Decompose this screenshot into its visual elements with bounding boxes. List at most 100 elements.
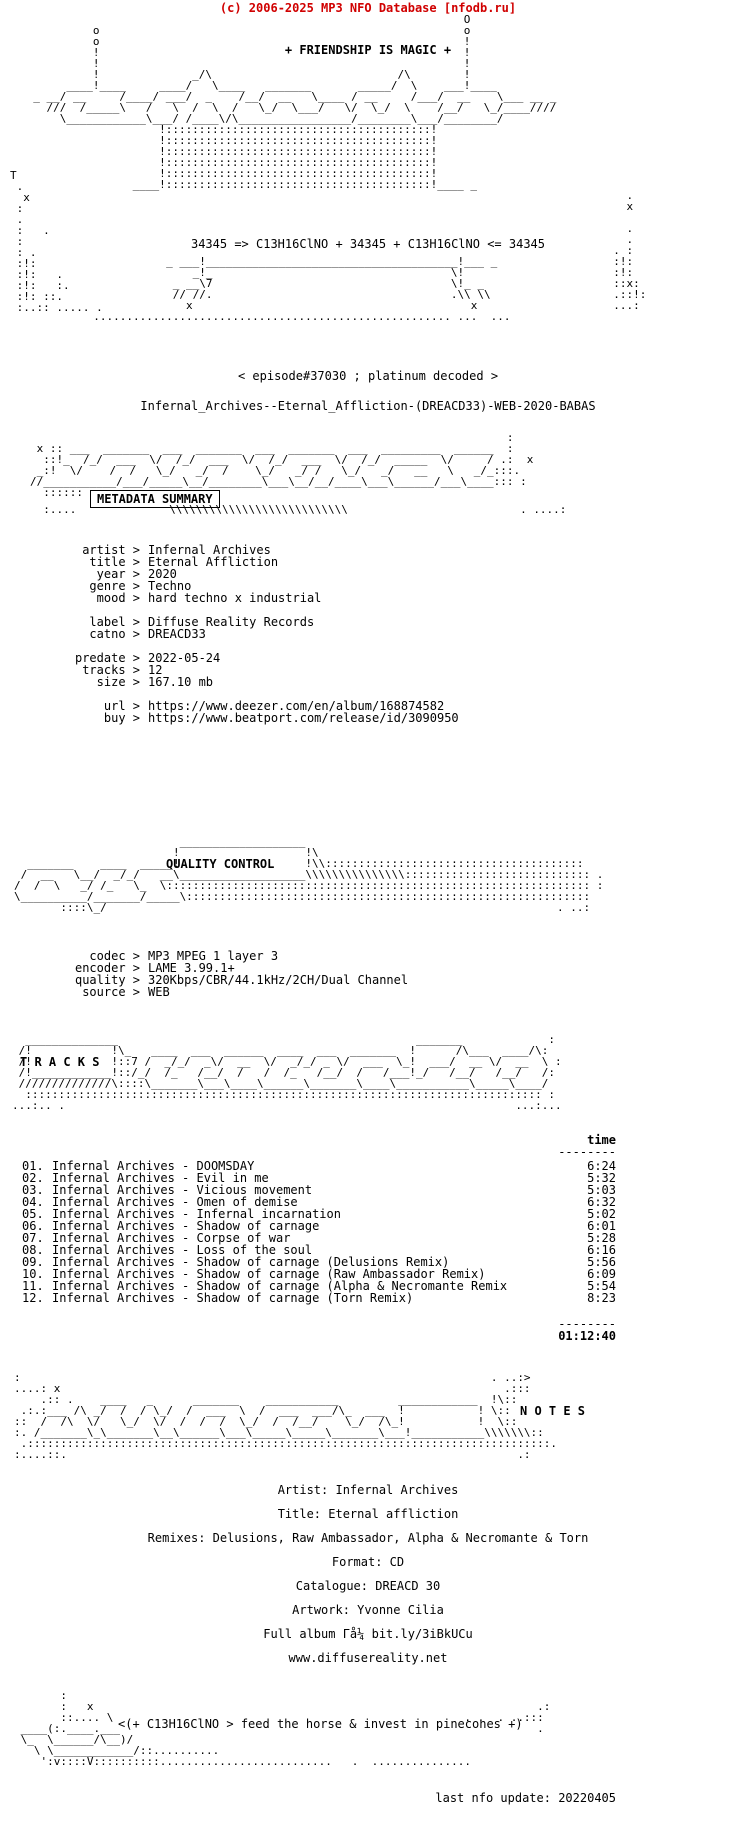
track-title: Infernal Archives - Omen of demise: [52, 1195, 298, 1209]
track-number: 11.: [22, 1279, 44, 1293]
key-year: year >: [96, 567, 140, 581]
track-time: 5:56: [587, 1255, 616, 1269]
track-time: 5:03: [587, 1183, 616, 1197]
footer-slogan: <(+ C13H16ClNO > feed the horse & invest…: [118, 1717, 523, 1731]
track-title: Infernal Archives - Shadow of carnage (D…: [52, 1255, 450, 1269]
track-time: 5:54: [587, 1279, 616, 1293]
key-label: label >: [89, 615, 140, 629]
last-update: last nfo update: 20220405: [435, 1791, 616, 1805]
track-number: 10.: [22, 1267, 44, 1281]
track-title: Infernal Archives - Corpse of war: [52, 1231, 291, 1245]
ascii-logo-top: O o o o ! !: [33, 13, 557, 191]
value-artist: Infernal Archives: [148, 543, 271, 557]
ascii-metadata-underline: :.... \\\\\\\\\\\\\\\\\\\\\\\\\\\ . ....…: [30, 503, 567, 516]
key-predate: predate >: [74, 651, 140, 665]
value-mood: hard techno x industrial: [148, 591, 322, 605]
track-title: Infernal Archives - DOOMSDAY: [52, 1159, 255, 1173]
value-buy[interactable]: https://www.beatport.com/release/id/3090…: [148, 711, 459, 725]
key-title: title >: [89, 555, 140, 569]
track-title: Infernal Archives - Loss of the soul: [52, 1243, 313, 1257]
track-title: Infernal Archives - Shadow of carnage: [52, 1219, 320, 1233]
track-number: 09.: [22, 1255, 44, 1269]
tracks-heading: T R A C K S: [20, 1055, 100, 1069]
value-quality: 320Kbps/CBR/44.1kHz/2CH/Dual Channel: [148, 973, 409, 987]
ascii-metadata-banner: : x :: ___ _______ ___ _______ ___ _____…: [30, 431, 534, 499]
key-genre: genre >: [89, 579, 140, 593]
value-url[interactable]: https://www.deezer.com/en/album/16887458…: [148, 699, 445, 713]
key-encoder: encoder >: [74, 961, 140, 975]
track-time: 6:32: [587, 1195, 616, 1209]
ascii-bridge: _ ___!__________________________________…: [93, 255, 511, 323]
track-title: Infernal Archives - Shadow of carnage (A…: [52, 1279, 508, 1293]
track-title: Infernal Archives - Infernal incarnation: [52, 1207, 341, 1221]
total-rule: --------: [558, 1317, 616, 1331]
track-title: Infernal Archives - Evil in me: [52, 1171, 269, 1185]
notes-line: Format: CD: [331, 1555, 405, 1569]
key-artist: artist >: [82, 543, 140, 557]
track-title: Infernal Archives - Vicious movement: [52, 1183, 313, 1197]
key-url: url >: [103, 699, 140, 713]
value-tracks: 12: [148, 663, 163, 677]
track-time: 5:02: [587, 1207, 616, 1221]
time-header-rule: --------: [558, 1145, 616, 1159]
copyright-line: (c) 2006-2025 MP3 NFO Database [nfodb.ru…: [219, 1, 517, 15]
key-quality: quality >: [74, 973, 140, 987]
ascii-quality-banner: ___________________ ! !\ _______ ____ __…: [14, 835, 604, 914]
value-codec: MP3 MPEG 1 layer 3: [148, 949, 279, 963]
track-number: 08.: [22, 1243, 44, 1257]
key-tracks: tracks >: [82, 663, 140, 677]
ascii-dots-left: T . x : . : . : : . :!: :!: . :!: :. :!:…: [10, 169, 103, 314]
track-number: 04.: [22, 1195, 44, 1209]
track-number: 03.: [22, 1183, 44, 1197]
value-genre: Techno: [148, 579, 192, 593]
track-title: Infernal Archives - Shadow of carnage (R…: [52, 1267, 486, 1281]
key-source: source >: [82, 985, 140, 999]
key-codec: codec >: [89, 949, 140, 963]
value-size: 167.10 mb: [148, 675, 214, 689]
quality-heading: QUALITY CONTROL: [166, 857, 275, 871]
track-time: 6:09: [587, 1267, 616, 1281]
track-title: Infernal Archives - Shadow of carnage (T…: [52, 1291, 414, 1305]
notes-line: Catalogue: DREACD 30: [295, 1579, 441, 1593]
time-column-header: time: [587, 1133, 616, 1147]
value-predate: 2022-05-24: [148, 651, 221, 665]
track-time: 5:28: [587, 1231, 616, 1245]
ascii-footer-art: : : x .: ::.... \ . . . ..::: ____(:.___…: [20, 1689, 551, 1768]
track-time: 6:01: [587, 1219, 616, 1233]
track-number: 06.: [22, 1219, 44, 1233]
ascii-dots-right: . x . . . : :!: :!: ::x: .::!: ...:: [613, 189, 647, 312]
value-label: Diffuse Reality Records: [148, 615, 315, 629]
value-year: 2020: [148, 567, 177, 581]
key-mood: mood >: [96, 591, 140, 605]
track-number: 07.: [22, 1231, 44, 1245]
ascii-notes-banner: : . ..:> ....: x .::: .:: . ____ _ _____…: [14, 1371, 558, 1461]
notes-line: Remixes: Delusions, Raw Ambassador, Alph…: [147, 1531, 589, 1545]
notes-line: Title: Eternal affliction: [277, 1507, 459, 1521]
value-encoder: LAME 3.99.1+: [148, 961, 235, 975]
episode-line: < episode#37030 ; platinum decoded >: [237, 369, 499, 383]
key-catno: catno >: [89, 627, 140, 641]
value-source: WEB: [148, 985, 170, 999]
notes-heading: N O T E S: [520, 1404, 586, 1418]
value-catno: DREACD33: [148, 627, 206, 641]
notes-line: www.diffusereality.net: [288, 1651, 448, 1665]
key-size: size >: [96, 675, 140, 689]
formula-line: 34345 => C13H16ClNO + 34345 + C13H16ClNO…: [190, 237, 545, 251]
track-number: 12.: [22, 1291, 44, 1305]
track-number: 05.: [22, 1207, 44, 1221]
release-name: Infernal_Archives--Eternal_Affliction-(D…: [140, 399, 596, 413]
key-buy: buy >: [103, 711, 140, 725]
notes-line: Artist: Infernal Archives: [277, 1483, 459, 1497]
value-title: Eternal Affliction: [148, 555, 279, 569]
track-time: 6:16: [587, 1243, 616, 1257]
metadata-heading: METADATA SUMMARY: [90, 490, 220, 508]
total-time: 01:12:40: [558, 1329, 616, 1343]
notes-line: Full album Γå¼ bit.ly/3iBkUCu: [263, 1627, 473, 1641]
track-time: 6:24: [587, 1159, 616, 1173]
tagline: + FRIENDSHIP IS MAGIC +: [284, 43, 452, 57]
track-time: 8:23: [587, 1291, 616, 1305]
notes-line: Artwork: Yvonne Cilia: [292, 1603, 444, 1617]
track-time: 5:32: [587, 1171, 616, 1185]
track-number: 01.: [22, 1159, 44, 1173]
